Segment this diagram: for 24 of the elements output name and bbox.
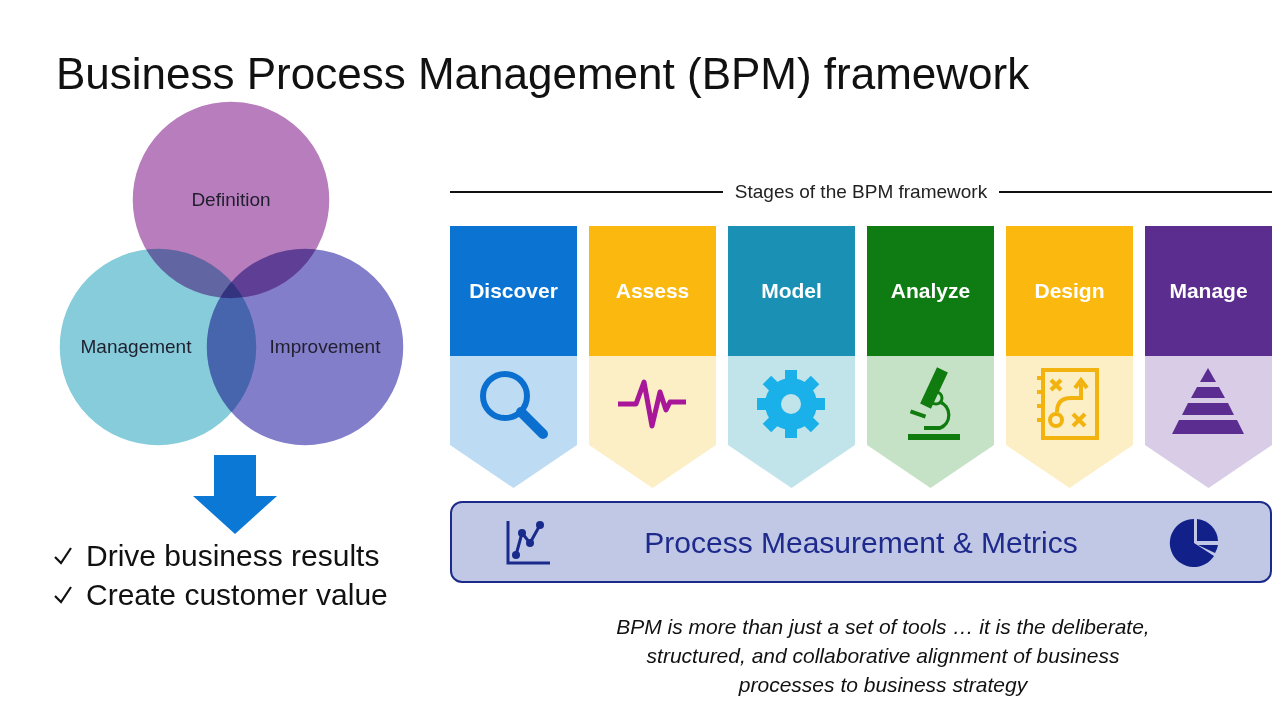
stage-title: Model	[761, 277, 822, 304]
checklist-item: Create customer value	[86, 577, 388, 613]
venn-circle	[205, 247, 405, 447]
circle-label: Improvement	[269, 334, 381, 359]
slide-title: Business Process Management (BPM) framework	[56, 48, 1030, 100]
stage-banner	[728, 226, 855, 488]
circle-label: Definition	[191, 187, 271, 212]
quote-text: BPM is more than just a set of tools … it is the deliberate, structured, and collaborative alignment of business processes to business strategy	[615, 614, 1151, 698]
stage-banner	[867, 226, 994, 488]
stage-banner	[1006, 226, 1133, 488]
stage-title: Design	[1034, 277, 1105, 304]
stage-title: Assess	[615, 277, 690, 304]
stage-banner	[589, 226, 716, 488]
metrics-bar	[450, 501, 1272, 583]
stage-title: Manage	[1169, 277, 1248, 304]
section-heading: Stages of the BPM framework	[734, 180, 988, 204]
checklist-item: Drive business results	[86, 538, 380, 574]
block-arrow	[193, 455, 277, 534]
metrics-title: Process Measurement & Metrics	[644, 524, 1078, 561]
stage-title: Discover	[469, 277, 558, 304]
stage-banner	[1145, 226, 1272, 488]
circle-label: Management	[80, 334, 192, 359]
stage-title: Analyze	[890, 277, 971, 304]
stage-banner	[450, 226, 577, 488]
